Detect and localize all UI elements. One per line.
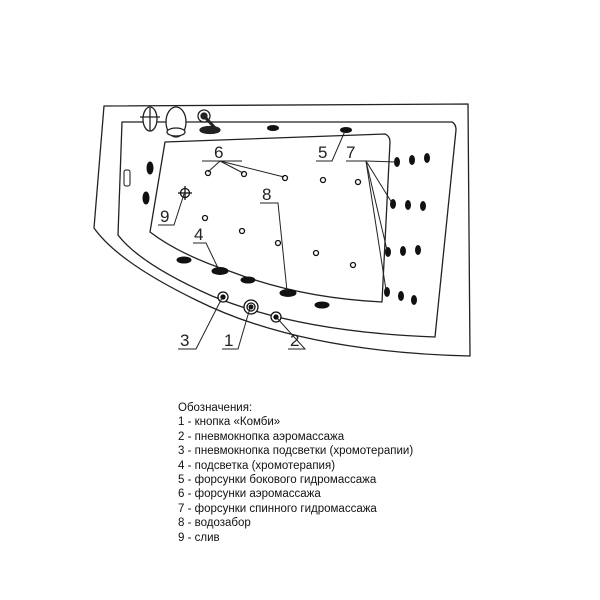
side-jet-nozzle xyxy=(176,256,192,264)
label-5: 5 xyxy=(318,143,327,162)
back-jet-nozzle xyxy=(411,295,417,305)
water-intake xyxy=(279,289,297,297)
side-jet-nozzle xyxy=(267,125,279,131)
label-1: 1 xyxy=(224,331,233,350)
air-jet-nozzle xyxy=(204,169,212,177)
air-jet-nozzle xyxy=(201,214,209,222)
back-jet-nozzle xyxy=(385,247,391,257)
back-jet-nozzle xyxy=(384,287,390,297)
tub-outer-rim xyxy=(93,103,471,357)
air-jet-nozzle xyxy=(312,249,320,257)
drain xyxy=(178,186,192,200)
air-jet-nozzle xyxy=(281,174,289,182)
back-jet-nozzle xyxy=(398,291,404,301)
label-4: 4 xyxy=(194,225,203,244)
label-6: 6 xyxy=(214,143,223,162)
side-jet-nozzle xyxy=(142,191,150,205)
combi-button xyxy=(243,299,259,315)
label-2: 2 xyxy=(290,331,299,350)
chromotherapy-light xyxy=(240,276,256,284)
label-3: 3 xyxy=(180,331,189,350)
legend-item: 3 - пневмокнопка подсветки (хромотерапии… xyxy=(178,445,414,458)
air-jet-nozzle xyxy=(238,227,246,235)
legend-item: 6 - форсунки аэромассажа xyxy=(178,488,321,501)
legend-item: 7 - форсунки спинного гидромассажа xyxy=(178,502,377,515)
legend-item: 2 - пневмокнопка аэромассажа xyxy=(178,430,345,443)
side-jet-nozzle xyxy=(340,127,352,133)
back-jet-nozzle xyxy=(420,201,426,211)
side-jet-nozzle xyxy=(146,161,154,175)
air-jet-nozzle xyxy=(274,239,282,247)
legend-item: 8 - водозабор xyxy=(178,517,251,530)
top-fixtures xyxy=(140,106,221,138)
label-7: 7 xyxy=(346,143,355,162)
chromotherapy-light xyxy=(211,267,229,275)
back-jet-nozzle xyxy=(400,246,406,256)
legend-title: Обозначения: xyxy=(178,402,253,414)
side-jet-nozzle xyxy=(314,301,330,309)
air-jet-nozzle xyxy=(354,178,362,186)
side-jet-nozzle xyxy=(123,169,131,187)
back-jet-nozzle xyxy=(409,155,415,165)
tub-basin-floor xyxy=(149,133,391,303)
legend-item: 4 - подсветка (хромотерапия) xyxy=(178,459,336,472)
tub-inner-rim xyxy=(117,121,457,338)
bathtub-diagram: 6 5 7 8 9 4 3 1 2 xyxy=(93,103,471,357)
chromotherapy-button xyxy=(217,291,229,303)
back-jet-nozzle xyxy=(415,245,421,255)
label-9: 9 xyxy=(160,207,169,226)
legend-item: 5 - форсунки бокового гидромассажа xyxy=(178,474,377,487)
back-jet-nozzle xyxy=(424,153,430,163)
legend-item: 1 - кнопка «Комби» xyxy=(178,416,281,429)
air-jet-nozzle xyxy=(349,261,357,269)
label-8: 8 xyxy=(262,185,271,204)
back-jet-nozzle xyxy=(394,157,400,167)
air-jet-nozzle xyxy=(319,176,327,184)
legend: Обозначения: 1 - кнопка «Комби» 2 - пнев… xyxy=(178,401,558,545)
back-jet-nozzle xyxy=(405,200,411,210)
legend-item: 9 - слив xyxy=(178,531,220,544)
